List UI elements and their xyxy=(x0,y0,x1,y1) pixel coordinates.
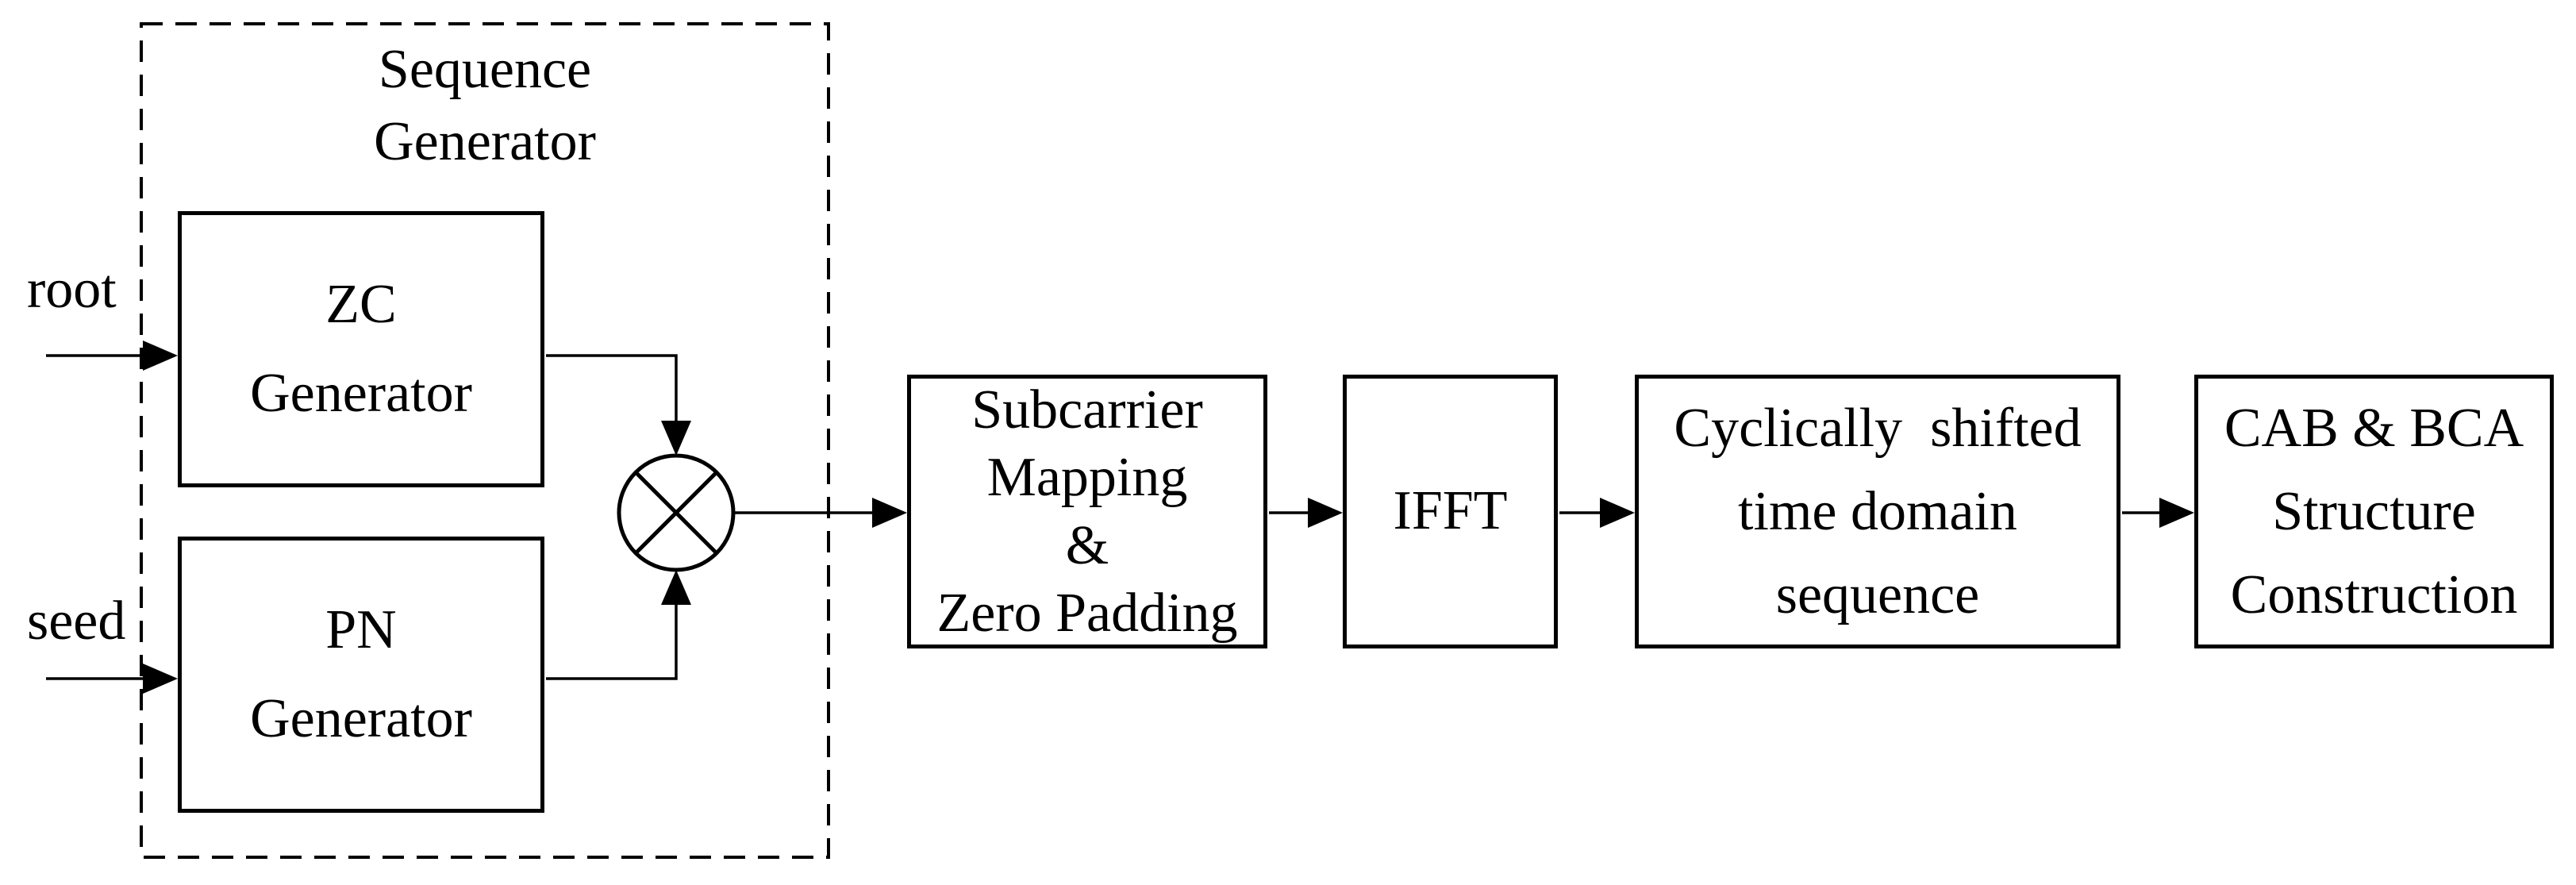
seed-input-label: seed xyxy=(27,591,126,652)
pn-to-multiplier-arrow xyxy=(546,570,691,680)
pn-generator-block: PN Generator xyxy=(178,537,544,813)
cab-bca-structure-block: CAB & BCA Structure Construction xyxy=(2194,375,2554,648)
subcarrier-mapping-label: Zero Padding xyxy=(936,582,1238,644)
cyclic-shift-label: sequence xyxy=(1775,564,1980,625)
cab-bca-structure-label: Structure xyxy=(2272,481,2476,542)
sequence-generator-boundary xyxy=(140,22,830,859)
sequence-generator-title-line: Generator xyxy=(374,111,596,172)
cyclic-to-cab-arrow xyxy=(2122,498,2194,528)
subcarrier-mapping-label: Subcarrier xyxy=(971,379,1203,441)
sequence-generator-title-line: Sequence xyxy=(378,39,592,100)
subcarrier-mapping-label: & xyxy=(1065,514,1109,576)
root-input-label: root xyxy=(27,259,117,320)
zc-generator-label: ZC xyxy=(325,274,397,335)
ifft-block: IFFT xyxy=(1343,375,1558,648)
zc-generator-block: ZC Generator xyxy=(178,211,544,487)
subcarrier-to-ifft-arrow xyxy=(1269,498,1343,528)
ifft-label: IFFT xyxy=(1393,480,1508,542)
ifft-to-cyclic-arrow xyxy=(1559,498,1635,528)
zc-generator-label: Generator xyxy=(250,363,472,424)
cab-bca-structure-label: CAB & BCA xyxy=(2224,398,2524,459)
multiplier-icon xyxy=(617,453,736,572)
root-input-arrow xyxy=(46,341,178,371)
pn-generator-label: PN xyxy=(325,599,397,660)
subcarrier-mapping-block: Subcarrier Mapping & Zero Padding xyxy=(907,375,1267,648)
zc-to-multiplier-arrow xyxy=(546,354,691,456)
multiplier-to-subcarrier-arrow xyxy=(735,498,907,528)
pn-generator-label: Generator xyxy=(250,688,472,749)
sequence-generator-title: Sequence Generator xyxy=(141,33,829,178)
cab-bca-structure-label: Construction xyxy=(2230,564,2518,625)
cyclic-shift-block: Cyclically shifted time domain sequence xyxy=(1635,375,2120,648)
cyclic-shift-label: time domain xyxy=(1738,481,2017,542)
seed-input-arrow xyxy=(46,664,178,694)
cyclic-shift-label: Cyclically shifted xyxy=(1674,398,2082,459)
subcarrier-mapping-label: Mapping xyxy=(986,447,1188,509)
